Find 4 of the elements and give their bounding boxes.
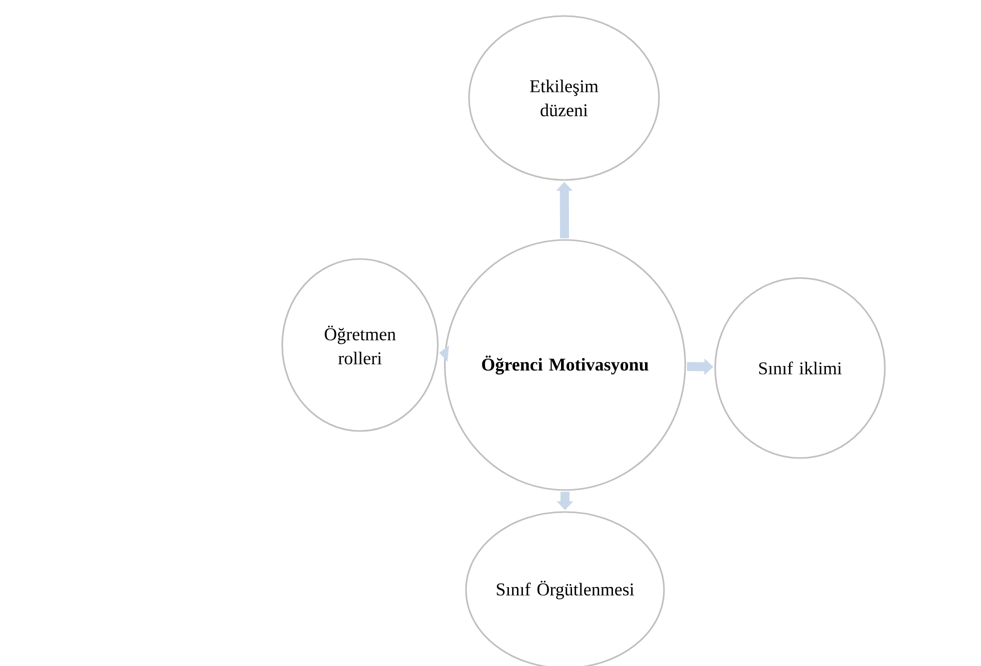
ellipse-node: Öğretmen rolleri	[281, 258, 439, 432]
ellipse-node: Öğrenci Motivasyonu	[444, 239, 686, 491]
ellipse-node: Sınıf iklimi	[714, 277, 886, 459]
ellipse-node: Etkileşim düzeni	[468, 15, 660, 181]
